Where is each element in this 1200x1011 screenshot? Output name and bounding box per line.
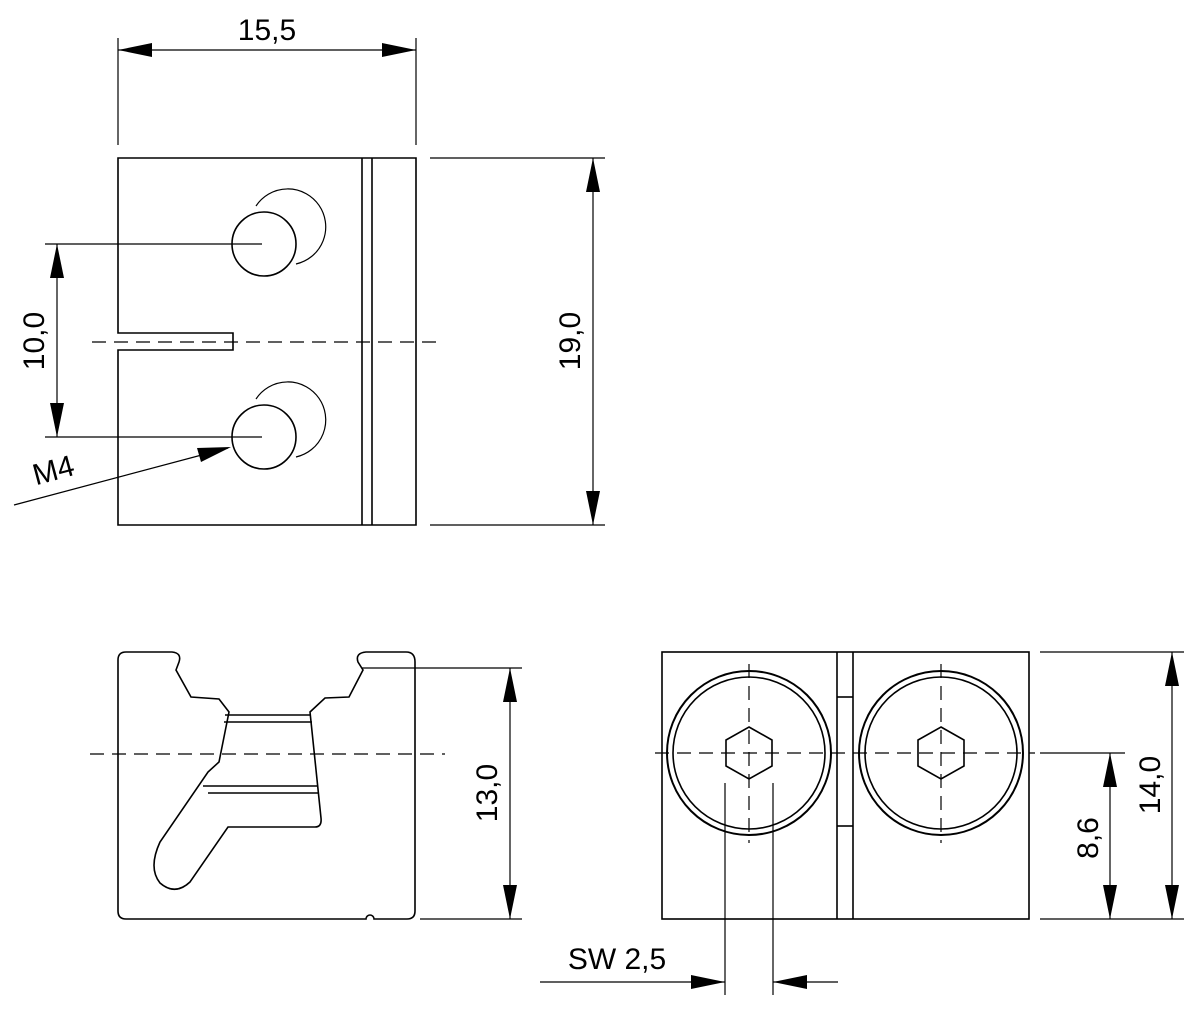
- dim-height-top-label: 19,0: [554, 312, 587, 370]
- dim-width-top: 15,5: [117, 14, 417, 145]
- dim-front-height: 14,0: [1040, 651, 1184, 920]
- dim-front-height-label: 14,0: [1134, 756, 1167, 814]
- leader-arrow: [197, 447, 231, 462]
- dim-arrow: [691, 975, 725, 989]
- dim-arrow: [382, 43, 416, 57]
- dim-arrow: [1103, 885, 1117, 919]
- side-view-outline: [117, 651, 416, 920]
- dim-hex-key-label: SW 2,5: [568, 943, 666, 976]
- dim-arrow: [503, 885, 517, 919]
- dim-hole-spacing-label: 10,0: [18, 312, 51, 370]
- dim-arrow: [50, 403, 64, 437]
- bottom-hole-thread: [255, 381, 327, 458]
- dim-side-height-label: 13,0: [471, 764, 504, 822]
- top-view-outline: [117, 157, 417, 526]
- dim-arrow: [1165, 885, 1179, 919]
- dim-arrow: [50, 244, 64, 278]
- dim-arrow: [773, 975, 807, 989]
- thread-leader: M4: [13, 447, 231, 506]
- dim-arrow: [586, 158, 600, 192]
- side-view: [90, 651, 445, 920]
- dim-height-top: 19,0: [430, 157, 605, 526]
- top-hole-thread: [255, 188, 327, 265]
- front-view: [655, 651, 1035, 920]
- front-view-outline: [661, 651, 1030, 920]
- dim-arrow: [586, 491, 600, 525]
- dim-side-height: 13,0: [362, 667, 522, 920]
- dim-hex-key: SW 2,5: [540, 783, 838, 995]
- dim-arrow: [503, 668, 517, 702]
- dim-screw-center: 8,6: [1040, 752, 1125, 919]
- dim-arrow: [118, 43, 152, 57]
- dim-screw-center-label: 8,6: [1072, 817, 1105, 859]
- dim-arrow: [1103, 753, 1117, 787]
- thread-label: M4: [29, 449, 78, 492]
- dim-arrow: [1165, 652, 1179, 686]
- dim-width-top-label: 15,5: [238, 14, 296, 47]
- dim-hole-spacing: 10,0: [18, 243, 262, 438]
